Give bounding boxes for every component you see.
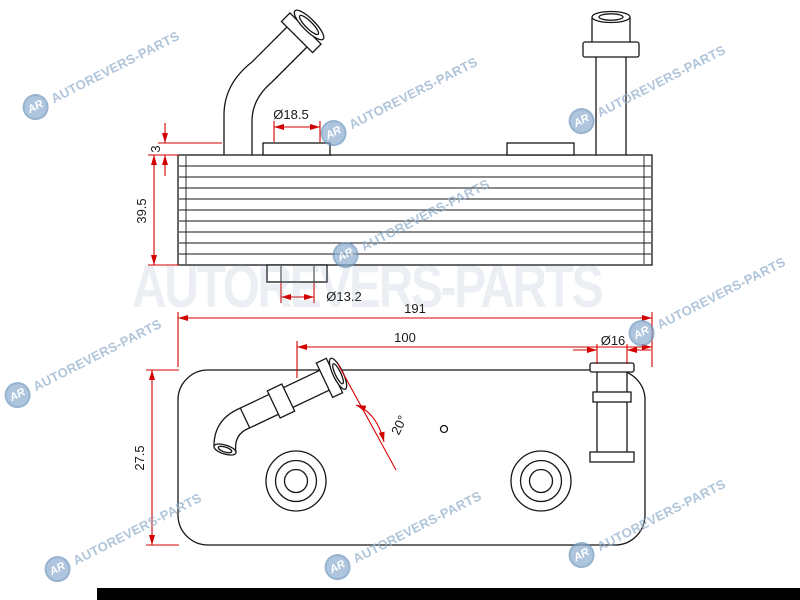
angled-pipe-plan [213, 357, 348, 456]
dim-label-port-diameter: Ø18.5 [273, 107, 308, 122]
left-port-flange [262, 142, 331, 156]
dim-label-stack-height: 39.5 [134, 198, 149, 223]
vertical-pipe-side [582, 10, 640, 155]
dim-label-fitting-diameter: Ø13.2 [326, 289, 361, 304]
plan-view-dimensions [146, 312, 653, 546]
right-port-flange [506, 142, 575, 156]
dim-label-flange-height: 3 [148, 145, 163, 152]
angled-pipe-side [223, 9, 325, 155]
plan-view [177, 357, 646, 546]
dim-label-overall-length: 191 [404, 301, 426, 316]
cooler-body-plan [177, 369, 646, 546]
side-view-dimension-labels: 39.5 3 Ø18.5 Ø13.2 [134, 107, 362, 304]
plate-stack-lines [179, 156, 651, 264]
bottom-fitting [266, 264, 328, 283]
bottom-edge-bar [97, 588, 800, 600]
side-view [177, 9, 653, 283]
dim-label-port-offset: 100 [394, 330, 416, 345]
dim-label-body-width: 27.5 [132, 445, 147, 470]
right-port-boss [510, 450, 572, 512]
left-port-boss [265, 450, 327, 512]
pin-hole [439, 424, 449, 434]
dim-label-pipe-diameter: Ø16 [601, 333, 626, 348]
vertical-pipe-plan [589, 362, 635, 463]
